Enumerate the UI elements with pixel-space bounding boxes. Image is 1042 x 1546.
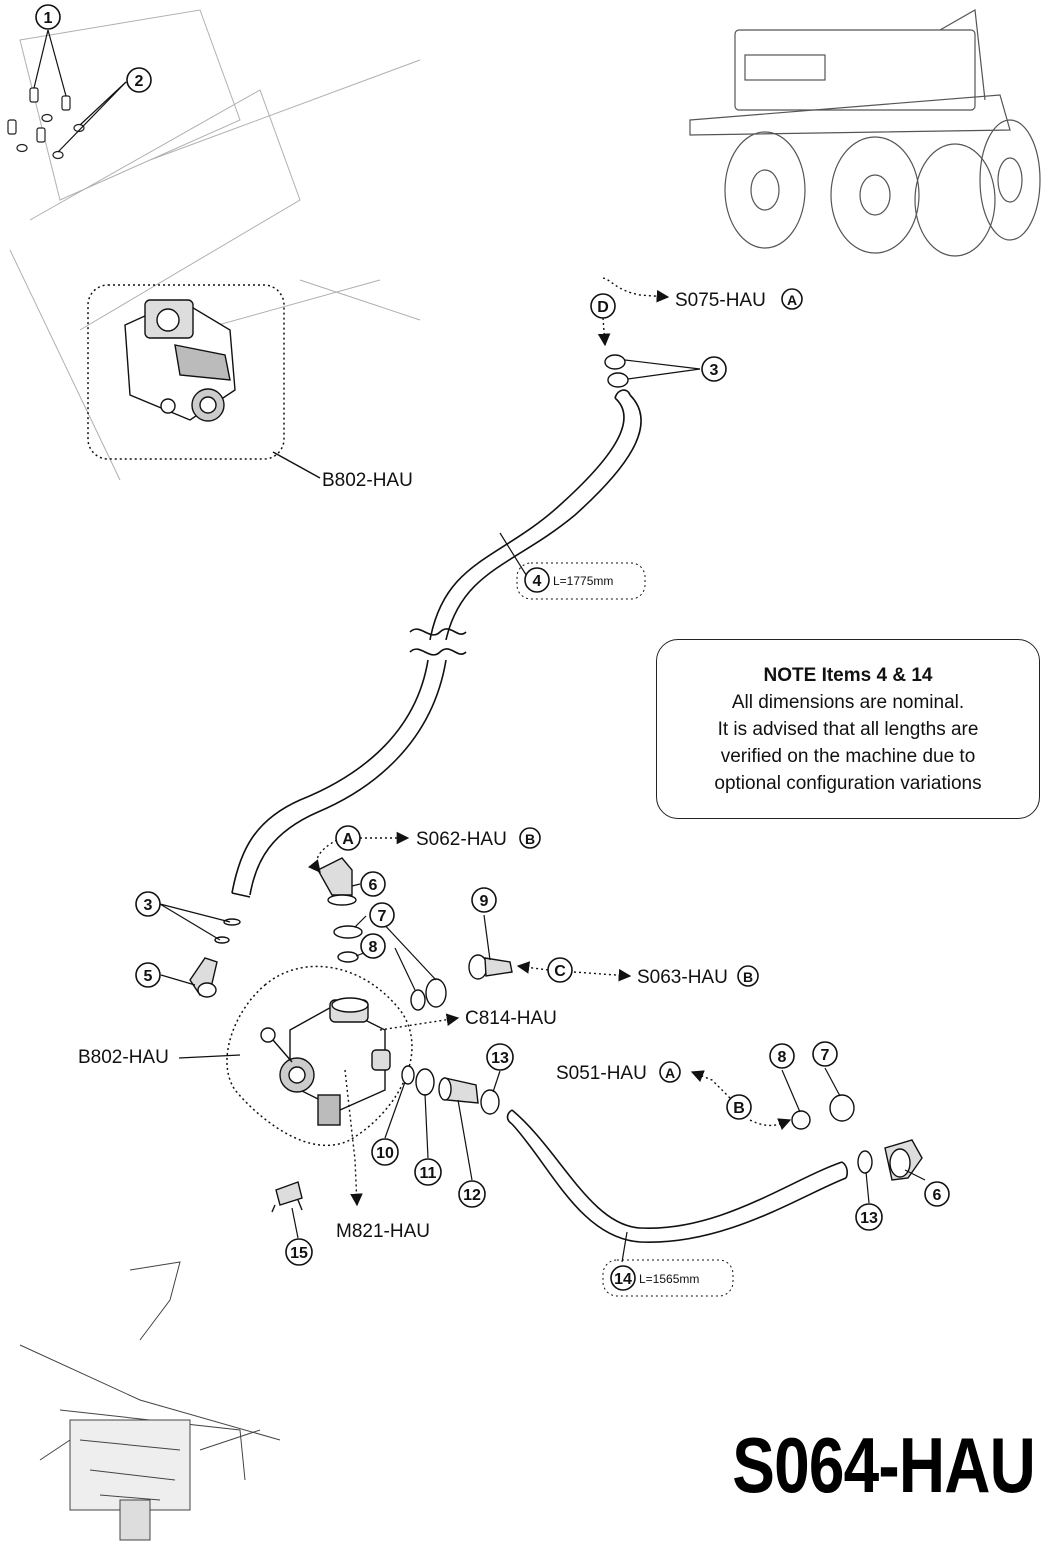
letter-c: C	[554, 963, 566, 980]
ref-c814: C814-HAU	[465, 1008, 557, 1029]
ref-s063: S063-HAU	[637, 967, 728, 988]
callout-3-bottom: 3	[144, 897, 153, 914]
callout-circles	[35, 4, 950, 1291]
callout-7-top: 7	[378, 908, 387, 925]
callout-13-left: 13	[491, 1050, 509, 1067]
callout-8-top: 8	[369, 939, 378, 956]
ref-s075: S075-HAU	[675, 290, 766, 311]
ref-s062-letter: B	[525, 831, 535, 847]
letter-d: D	[597, 299, 609, 316]
hose-item-4	[231, 389, 642, 898]
callout-3-top: 3	[710, 362, 719, 379]
ref-m821: M821-HAU	[336, 1221, 430, 1242]
ref-s063-letter: B	[743, 969, 753, 985]
leader-lines	[33, 29, 926, 1263]
hose-item-14	[506, 1109, 848, 1243]
ref-s062: S062-HAU	[416, 829, 507, 850]
bolts-and-nuts	[7, 87, 85, 160]
note-line-3: verified on the machine due to	[720, 746, 976, 767]
callout-13-right: 13	[860, 1210, 878, 1227]
page-code: S064-HAU	[732, 1421, 1036, 1509]
callout-6-right: 6	[933, 1187, 942, 1204]
note-line-4: optional configuration variations	[714, 773, 982, 794]
hose4-length-box	[516, 562, 646, 600]
pump-detail-box	[87, 284, 321, 479]
chassis-location-sketch	[19, 1261, 281, 1541]
hose14-length-box	[602, 1259, 734, 1297]
reference-arrows	[308, 277, 792, 1207]
callout-2: 2	[135, 73, 144, 90]
callout-7-right: 7	[821, 1047, 830, 1064]
callout-8-right: 8	[778, 1049, 787, 1066]
callout-10: 10	[376, 1145, 394, 1162]
fitting-parts	[189, 354, 923, 1213]
callout-5: 5	[144, 968, 153, 985]
callout-1: 1	[44, 10, 53, 27]
sprayer-vehicle-sketch	[689, 9, 1041, 257]
callout-6-top: 6	[369, 877, 378, 894]
ref-b802-bottom: B802-HAU	[78, 1047, 169, 1068]
ref-s075-letter: A	[787, 292, 797, 308]
background-frame-sketch	[9, 9, 421, 481]
ref-s051: S051-HAU	[556, 1063, 647, 1084]
callout-15: 15	[290, 1245, 308, 1262]
ref-s051-letter: A	[665, 1065, 675, 1081]
callout-12: 12	[463, 1187, 481, 1204]
letter-a: A	[342, 831, 354, 848]
hose14-length: L=1565mm	[639, 1272, 699, 1286]
note-title: NOTE Items 4 & 14	[763, 665, 933, 686]
callout-14: 14	[614, 1271, 632, 1288]
hose4-length: L=1775mm	[553, 574, 613, 588]
note-line-1: All dimensions are nominal.	[731, 692, 965, 713]
letter-b: B	[733, 1100, 745, 1117]
note-box: NOTE Items 4 & 14 All dimensions are nom…	[656, 639, 1040, 819]
letter-circles	[335, 288, 803, 1120]
pump-assembly-bottom	[226, 965, 413, 1146]
callout-4: 4	[533, 573, 542, 590]
callout-11: 11	[420, 1165, 437, 1182]
ref-b802-top: B802-HAU	[322, 470, 413, 491]
note-line-2: It is advised that all lengths are	[717, 719, 979, 740]
callout-9: 9	[480, 893, 489, 910]
